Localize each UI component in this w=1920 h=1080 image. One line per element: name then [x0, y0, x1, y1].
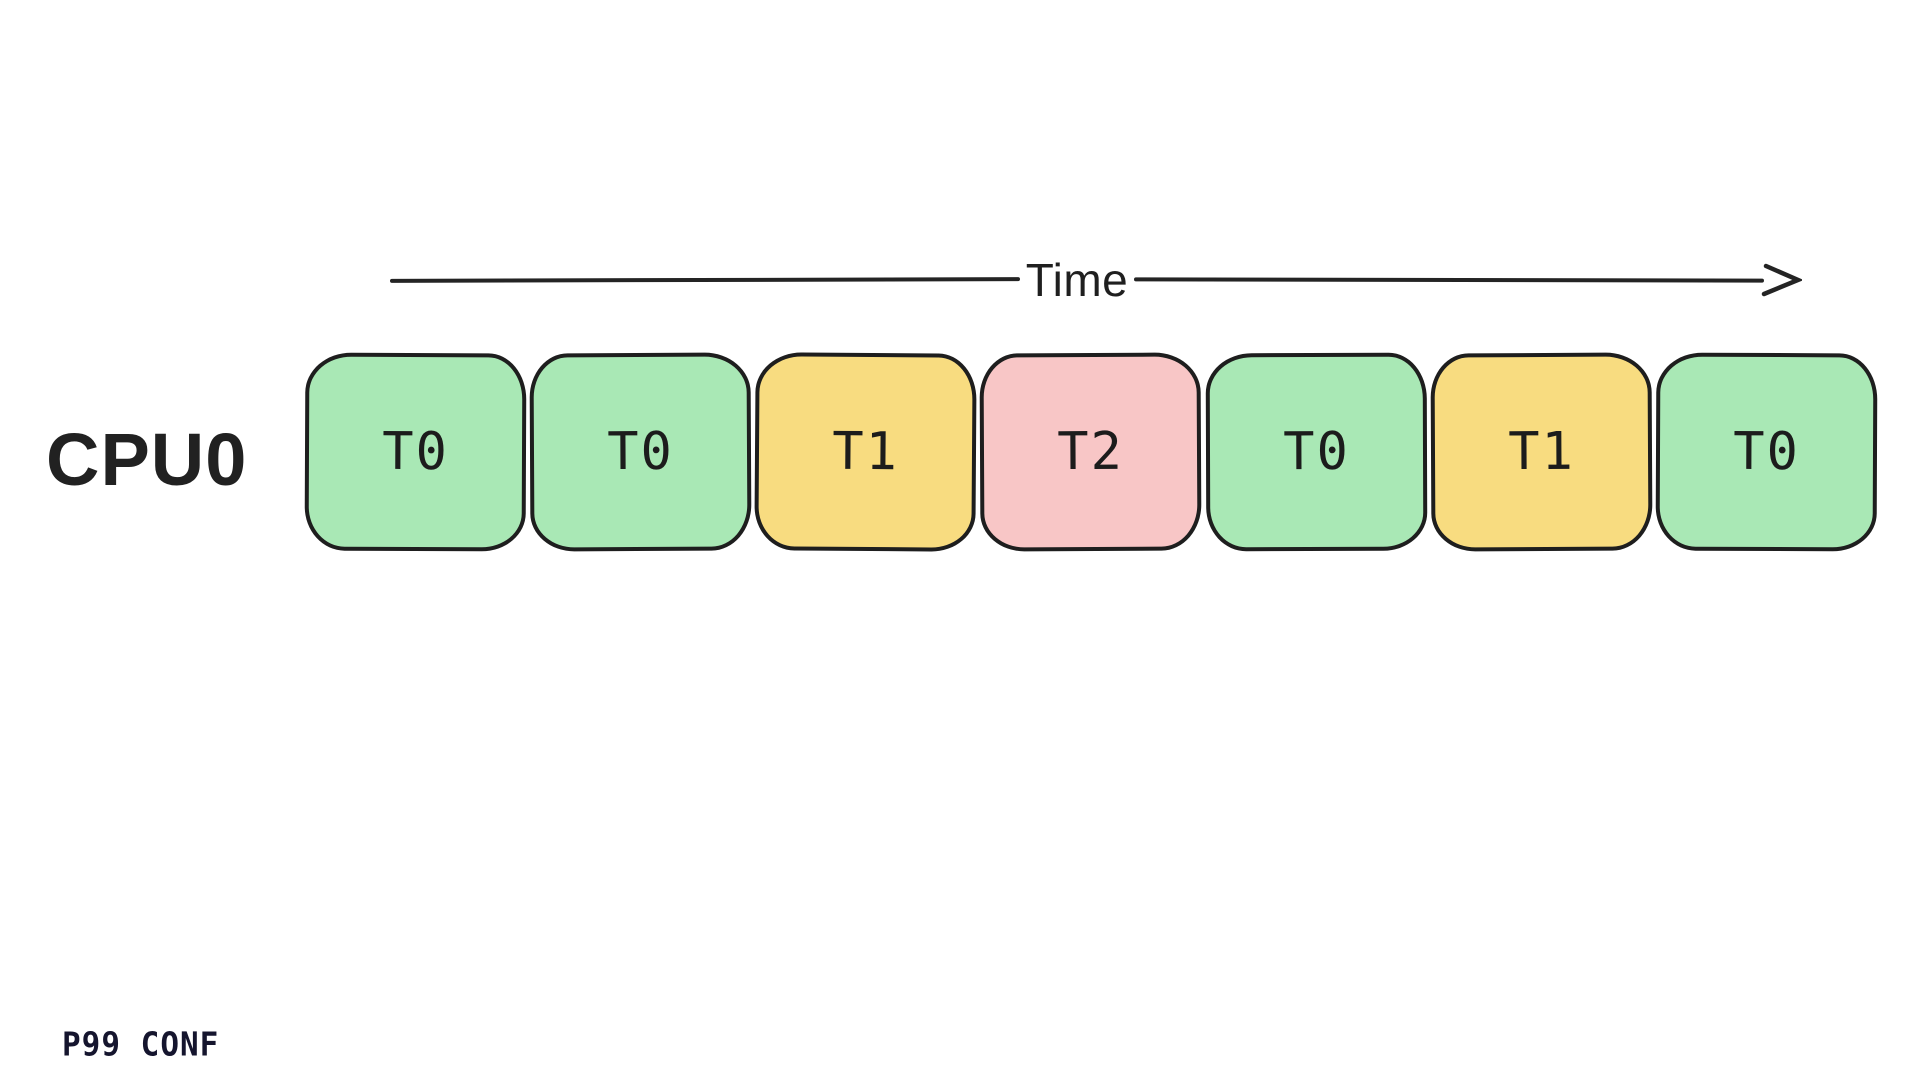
- slot-label: T1: [1507, 421, 1575, 483]
- time-axis-line-right: [1134, 277, 1765, 283]
- slot-label: T0: [607, 421, 675, 483]
- cpu-slot-6: T0: [1655, 352, 1878, 552]
- slot-label: T2: [1057, 421, 1125, 483]
- slot-label: T0: [1282, 421, 1350, 483]
- cpu-row-label: CPU0: [46, 418, 248, 501]
- arrow-right-icon: [1761, 263, 1803, 297]
- slot-label: T0: [382, 421, 450, 483]
- slot-label: T1: [832, 421, 900, 483]
- cpu-slot-0: T0: [304, 352, 527, 552]
- slot-label: T0: [1732, 421, 1800, 483]
- p99-conf-logo: P99 CONF: [62, 1026, 220, 1064]
- cpu-slot-4: T0: [1205, 352, 1428, 552]
- cpu-slot-1: T0: [529, 352, 752, 552]
- time-axis: Time: [389, 240, 1803, 320]
- cpu-slot-5: T1: [1430, 352, 1653, 552]
- time-axis-line-left: [389, 277, 1020, 283]
- time-axis-label: Time: [1025, 254, 1129, 306]
- cpu-row-slots: T0 T0 T1 T2 T0 T1 T0: [304, 352, 1878, 552]
- cpu-slot-3: T2: [979, 352, 1203, 552]
- cpu-slot-2: T1: [754, 352, 978, 552]
